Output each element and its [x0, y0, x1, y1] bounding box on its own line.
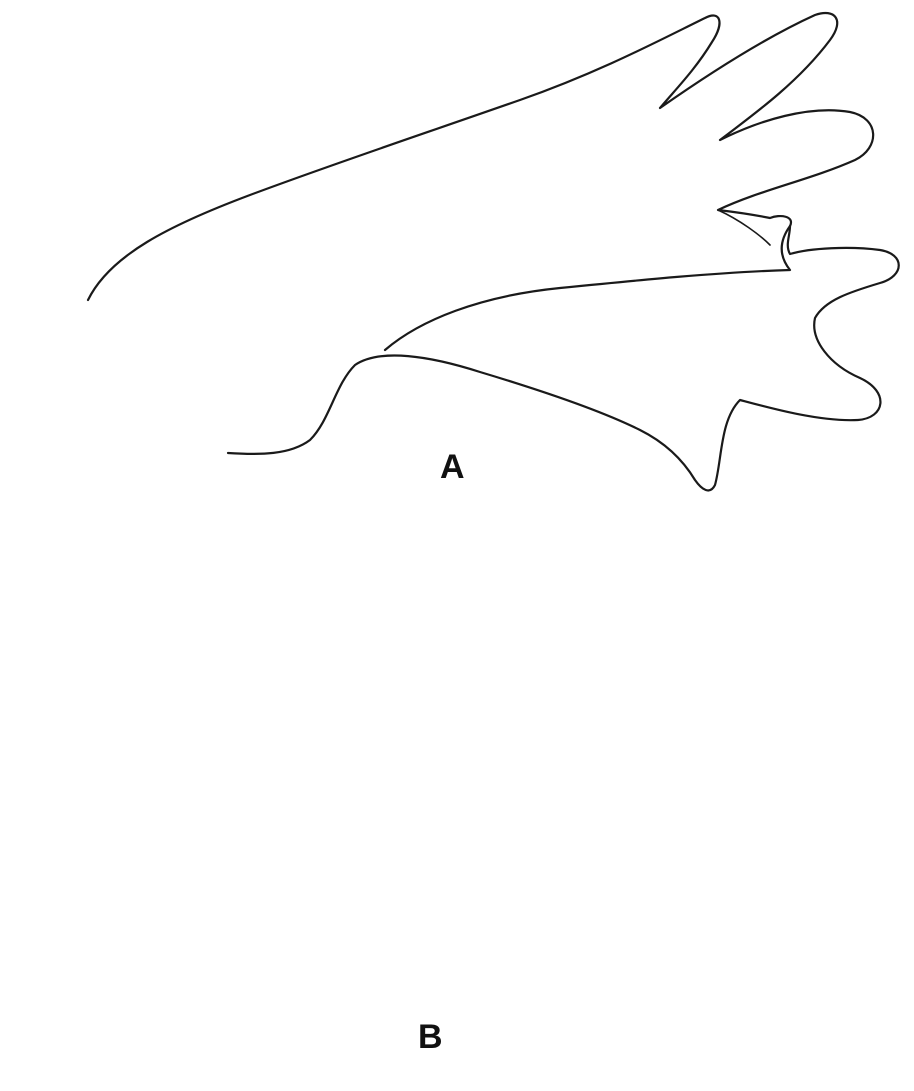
panel-a-label: A — [440, 448, 465, 487]
panel-a-outline — [88, 13, 899, 490]
panel-b-label: B — [418, 1018, 443, 1057]
